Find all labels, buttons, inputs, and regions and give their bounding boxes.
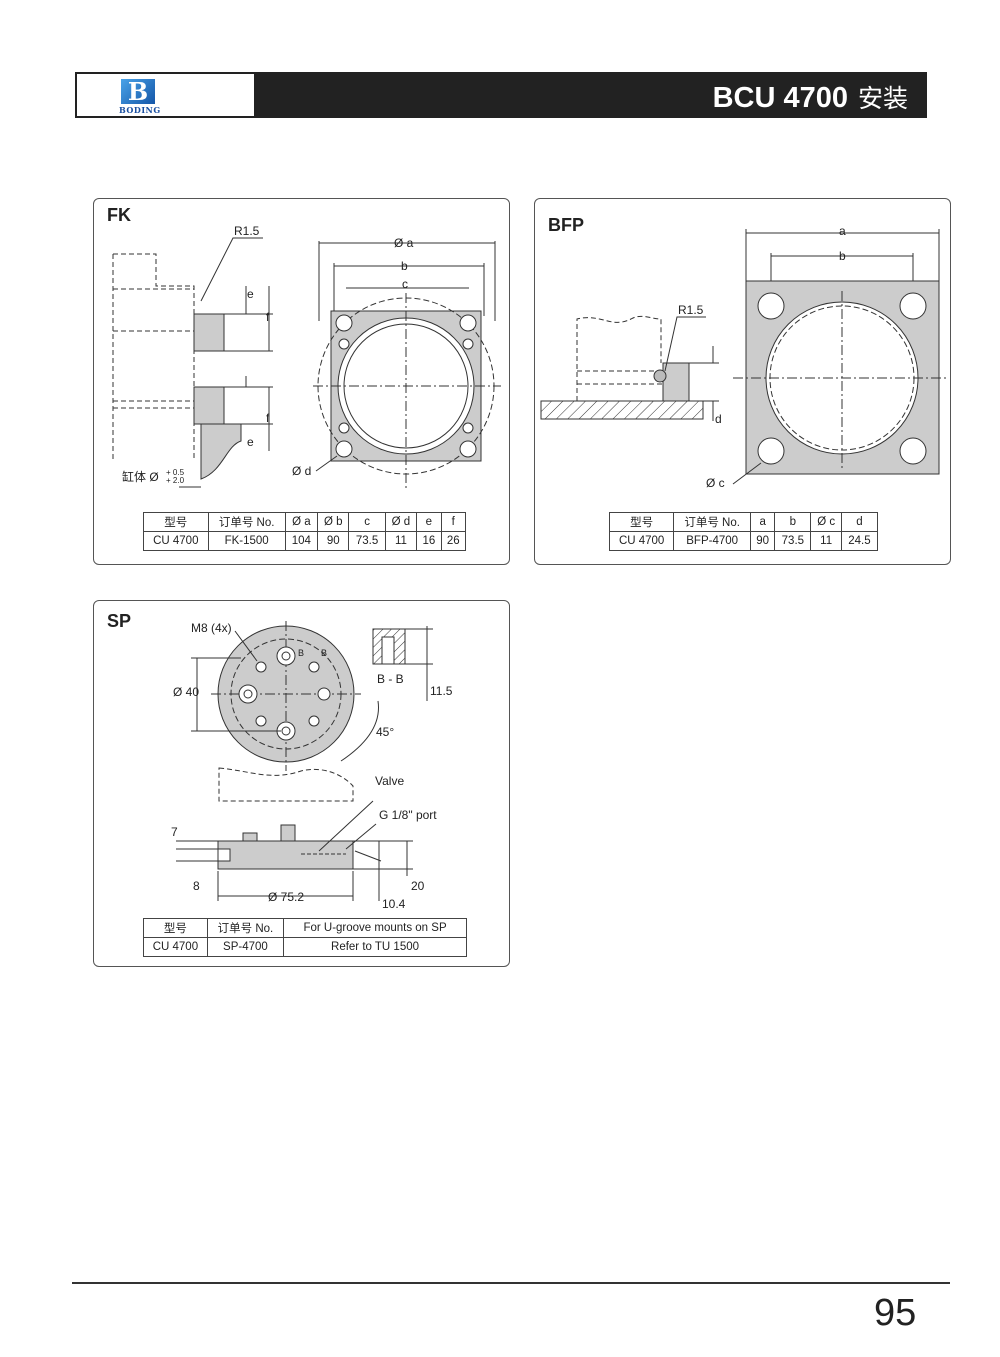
td: CU 4700 (143, 531, 209, 551)
sp-label: SP (107, 611, 132, 631)
th: 订单号 No. (206, 918, 285, 938)
td: CU 4700 (143, 937, 208, 957)
dim-d40: Ø 40 (173, 685, 199, 699)
td: 90 (750, 531, 776, 551)
th: Ø b (316, 512, 350, 532)
th: Ø d (384, 512, 418, 532)
th: For U-groove mounts on SP (283, 918, 467, 938)
bfp-label: BFP (548, 215, 584, 235)
td: 11 (384, 531, 418, 551)
td: SP-4700 (206, 937, 285, 957)
section-label: B - B (377, 672, 404, 686)
sp-panel: M8 (4x) Ø 40 B B B - B 11.5 45° Valve G … (93, 600, 510, 967)
table-header-row: 型号订单号 No.For U-groove mounts on SP (143, 918, 467, 938)
th: 型号 (608, 512, 675, 532)
fk-drawing: R1.5 Ø a b c Ø d e e f f 缸体 Ø + 0.5 + 2.… (112, 224, 501, 491)
dim-f-bottom: f (266, 411, 270, 425)
th: 订单号 No. (207, 512, 286, 532)
td: 73.5 (774, 531, 812, 551)
th: e (416, 512, 442, 532)
td: 73.5 (348, 531, 386, 551)
th: 型号 (143, 918, 208, 938)
dim-e-top: e (247, 287, 254, 301)
td: 24.5 (840, 531, 879, 551)
td: FK-1500 (207, 531, 286, 551)
th: Ø a (284, 512, 318, 532)
logo-mark: B (121, 79, 155, 104)
th: d (840, 512, 879, 532)
td: 104 (284, 531, 318, 551)
dim-a: Ø a (394, 236, 414, 250)
dim-c: c (402, 277, 408, 291)
td: 16 (416, 531, 442, 551)
dim-8: 8 (193, 879, 200, 893)
bfp-drawing: a b Ø c d R1.5 (540, 224, 949, 490)
th: 型号 (143, 512, 209, 532)
logo: B BODING (77, 74, 254, 116)
td: 90 (316, 531, 350, 551)
th: a (750, 512, 776, 532)
dim-tol-lo: + 2.0 (166, 476, 185, 485)
title-model: BCU 4700 (712, 82, 848, 114)
label-valve: Valve (375, 774, 404, 788)
dim-11-5: 11.5 (430, 684, 453, 698)
th: c (348, 512, 386, 532)
td: BFP-4700 (673, 531, 752, 551)
section-mark-b2: B (321, 648, 327, 658)
dim-b: b (839, 249, 846, 263)
logo-text: BODING (119, 105, 161, 115)
dim-tol-up: + 0.5 (166, 468, 185, 477)
th: Ø c (810, 512, 842, 532)
dim-b: b (401, 259, 408, 273)
dim-r15: R1.5 (678, 303, 704, 317)
td: 26 (440, 531, 467, 551)
sp-drawing: M8 (4x) Ø 40 B B B - B 11.5 45° Valve G … (171, 621, 453, 911)
page-title: BCU 4700 安装 (713, 79, 908, 115)
td: Refer to TU 1500 (283, 937, 467, 957)
th: 订单号 No. (673, 512, 752, 532)
dim-f-top: f (266, 310, 270, 324)
th: f (440, 512, 467, 532)
dim-bore: 缸体 Ø (122, 469, 159, 484)
dim-7: 7 (171, 825, 178, 839)
dim-45: 45° (376, 725, 394, 739)
dim-a: a (839, 224, 846, 238)
sp-spec-table: 型号订单号 No.For U-groove mounts on SP CU 47… (143, 918, 467, 957)
dim-d: Ø d (292, 464, 311, 478)
td: CU 4700 (608, 531, 675, 551)
dim-c: Ø c (706, 476, 725, 490)
page-number: 95 (874, 1292, 917, 1334)
dim-d: d (715, 412, 722, 426)
fk-label: FK (107, 205, 131, 225)
dim-20: 20 (411, 879, 425, 893)
th: b (774, 512, 812, 532)
section-mark-b1: B (298, 648, 304, 658)
title-cn: 安装 (857, 85, 908, 113)
dim-e-bottom: e (247, 435, 254, 449)
dim-10-4: 10.4 (382, 897, 406, 911)
dim-75-2: Ø 75.2 (268, 890, 304, 904)
fk-panel: R1.5 Ø a b c Ø d e e f f 缸体 Ø + 0.5 + 2.… (93, 198, 510, 565)
dim-r15: R1.5 (234, 224, 260, 238)
td: 11 (810, 531, 842, 551)
label-port: G 1/8" port (379, 808, 437, 822)
footer-rule (72, 1282, 950, 1284)
dim-m8: M8 (4x) (191, 621, 232, 635)
